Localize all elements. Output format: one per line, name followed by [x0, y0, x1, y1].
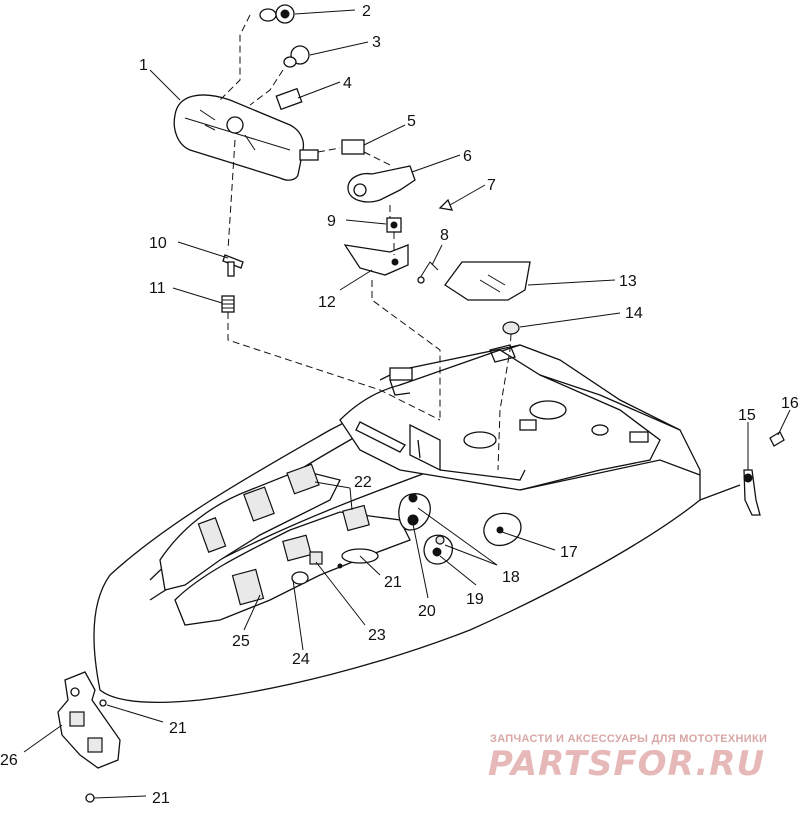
label-21a: 21 [384, 574, 402, 591]
watermark: ЗАПЧАСТИ И АКСЕССУАРЫ ДЛЯ МОТОТЕХНИКИ PA… [488, 733, 767, 784]
label-4: 4 [343, 75, 352, 92]
label-23: 23 [368, 627, 386, 644]
label-13: 13 [619, 273, 637, 290]
label-8: 8 [440, 227, 449, 244]
hood-body [93, 344, 701, 703]
screws-10-11 [221, 254, 441, 421]
part-number-labels: 1 2 3 4 5 6 7 8 9 10 11 12 13 14 15 16 1… [0, 3, 799, 807]
lever-15-16 [699, 431, 785, 516]
label-16: 16 [781, 395, 799, 412]
label-1: 1 [139, 57, 148, 74]
label-10: 10 [149, 235, 167, 252]
label-11: 11 [149, 280, 166, 297]
bracket-26 [57, 671, 121, 803]
label-17: 17 [560, 544, 578, 561]
label-19: 19 [466, 591, 484, 608]
label-20: 20 [418, 603, 436, 620]
label-26: 26 [0, 752, 18, 769]
watermark-logo: PARTSFOR.RU [488, 744, 765, 784]
label-22: 22 [354, 474, 372, 491]
label-6: 6 [463, 148, 472, 165]
label-21d: 21 [152, 790, 170, 807]
headlight-assembly [173, 4, 341, 251]
bracket-parts [341, 139, 454, 420]
label-25: 25 [232, 633, 250, 650]
label-7: 7 [487, 177, 496, 194]
label-9: 9 [327, 213, 336, 230]
leader-lines [23, 9, 791, 799]
label-24: 24 [292, 651, 310, 668]
label-18: 18 [502, 569, 520, 586]
label-14: 14 [625, 305, 643, 322]
label-12: 12 [318, 294, 336, 311]
watermark-tagline: ЗАПЧАСТИ И АКСЕССУАРЫ ДЛЯ МОТОТЕХНИКИ [490, 733, 767, 745]
label-3: 3 [372, 34, 381, 51]
label-2: 2 [362, 3, 371, 20]
cover-13-14 [444, 261, 531, 471]
label-21c: 21 [169, 720, 187, 737]
grommets-17-20 [398, 493, 522, 565]
label-5: 5 [407, 113, 416, 130]
label-15: 15 [738, 407, 756, 424]
